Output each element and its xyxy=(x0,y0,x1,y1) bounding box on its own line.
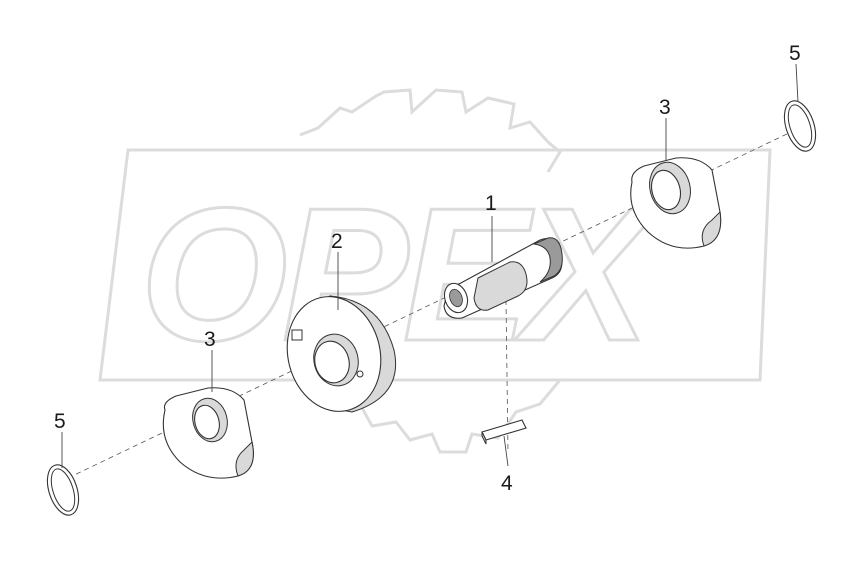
callout-5-right: 5 xyxy=(789,42,801,65)
callout-1: 1 xyxy=(485,192,497,215)
callout-5-left: 5 xyxy=(54,410,66,433)
gear-disc xyxy=(286,295,397,413)
retaining-ring-left xyxy=(46,464,80,516)
callout-3-left: 3 xyxy=(204,328,216,351)
watermark-gear-outline xyxy=(299,88,562,454)
watermark-frame xyxy=(98,148,772,382)
shaft xyxy=(443,237,563,319)
cam-left xyxy=(162,387,254,479)
leader-4 xyxy=(503,435,509,467)
cam-right xyxy=(630,157,722,249)
callout-2: 2 xyxy=(331,230,343,253)
leader-5-right xyxy=(795,63,799,103)
callout-4: 4 xyxy=(501,472,513,495)
watermark-text: OPEX xyxy=(140,169,660,381)
watermark: OPEX xyxy=(98,88,772,454)
retaining-ring-right xyxy=(783,100,817,152)
key xyxy=(481,419,527,445)
callout-3-right: 3 xyxy=(659,96,671,119)
